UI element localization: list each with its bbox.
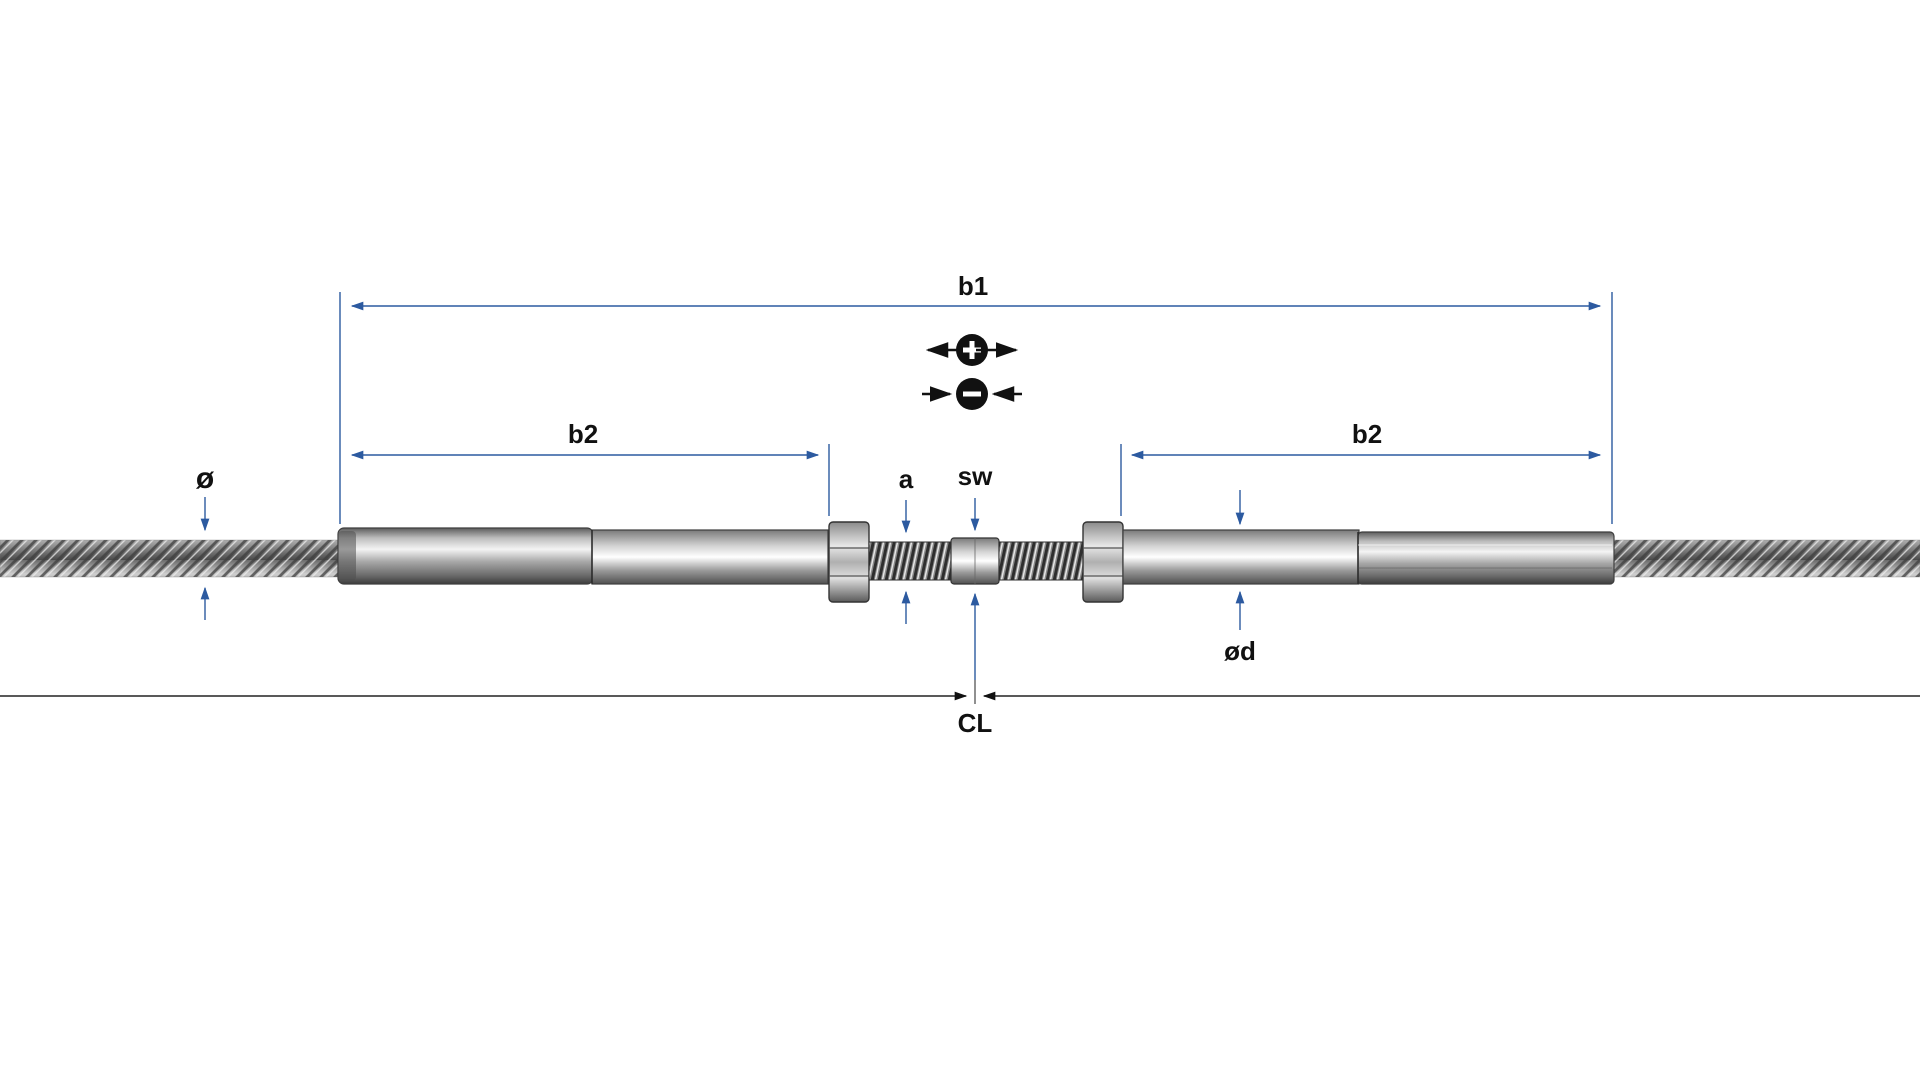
shorten-indicator <box>922 378 1022 410</box>
lock-nut-right <box>1082 521 1124 603</box>
sleeve-center <box>950 537 1000 585</box>
dimension-cable-diameter: ø <box>196 462 215 620</box>
label-a: a <box>899 464 914 494</box>
dimension-a: a <box>899 464 914 624</box>
dimension-sw: sw <box>958 461 993 680</box>
dimension-d-diameter: ød <box>1224 490 1256 666</box>
swage-terminal-left <box>337 527 829 585</box>
dimension-b1: b1 <box>339 271 1613 524</box>
cable-left <box>0 539 341 578</box>
label-centerline: CL <box>958 708 993 738</box>
lock-nut-left <box>828 521 870 603</box>
dimension-b2-left: b2 <box>350 419 830 516</box>
swage-terminal-right <box>1122 529 1615 585</box>
label-b1: b1 <box>958 271 988 301</box>
threaded-rod-right <box>998 541 1084 581</box>
label-b2-left: b2 <box>568 419 598 449</box>
lengthen-indicator <box>925 334 1019 366</box>
centerline: CL <box>0 680 1920 738</box>
threaded-rod-left <box>868 541 952 581</box>
dimension-b2-right: b2 <box>1120 419 1602 516</box>
label-sw: sw <box>958 461 993 491</box>
label-d-diameter: ød <box>1224 636 1256 666</box>
cable-right <box>1611 539 1920 578</box>
label-cable-diameter: ø <box>196 462 215 495</box>
label-b2-right: b2 <box>1352 419 1382 449</box>
